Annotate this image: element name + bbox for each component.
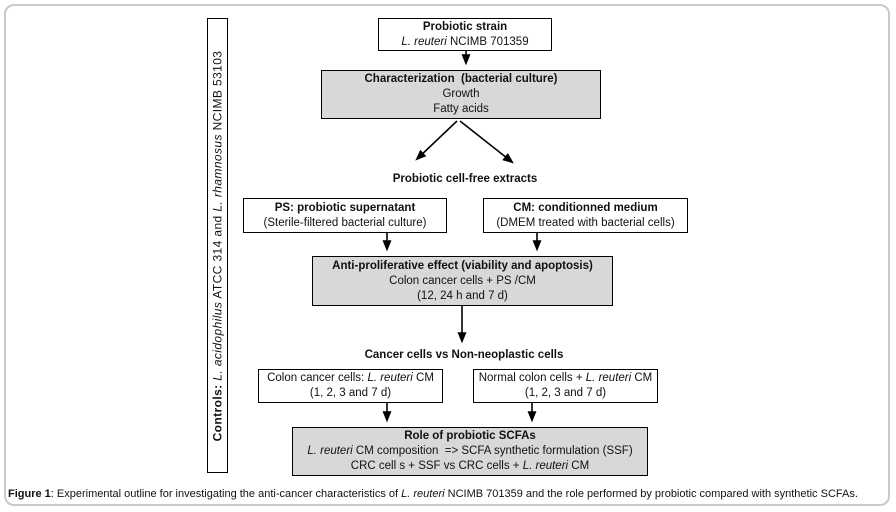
caption-species: L. reuteri — [401, 488, 445, 500]
normal-cells-title: Normal colon cells + L. reuteri CM — [474, 371, 657, 386]
normal-cells-post: CM — [631, 372, 653, 384]
ps-box: PS: probiotic supernatant (Sterile-filte… — [243, 198, 447, 233]
figure-caption: Figure 1: Experimental outline for inves… — [8, 487, 892, 501]
cancer-cells-box: Colon cancer cells: L. reuteri CM (1, 2,… — [258, 369, 443, 403]
cancer-cells-title: Colon cancer cells: L. reuteri CM — [259, 371, 442, 386]
antiproliferative-times: (12, 24 h and 7 d) — [417, 289, 508, 302]
controls-species-1: L. acidophilus — [210, 301, 224, 381]
cancer-cells-pre: Colon cancer cells: — [267, 372, 368, 384]
probiotic-strain-subtitle: L. reuteri NCIMB 701359 — [379, 35, 551, 50]
cancer-cells-species: L. reuteri — [367, 372, 413, 384]
controls-suffix: NCIMB 53103 — [210, 50, 224, 134]
controls-sidebar-box: Controls: L. acidophilus ATCC 314 and L.… — [207, 18, 228, 473]
controls-sidebar-label: Controls: L. acidophilus ATCC 314 and L.… — [207, 21, 228, 471]
normal-cells-pre: Normal colon cells + — [478, 372, 586, 384]
caption-text-after: NCIMB 701359 and the role performed by p… — [444, 488, 858, 500]
scfa-composition: CM composition => SCFA synthetic formula… — [352, 445, 633, 457]
ps-subtitle: (Sterile-filtered bacterial culture) — [263, 216, 427, 229]
scfa-crc-pre: CRC cell s + SSF vs CRC cells + — [350, 460, 523, 472]
scfa-title: Role of probiotic SCFAs — [404, 430, 536, 442]
caption-separator: : — [50, 488, 57, 500]
characterization-title: Characterization (bacterial culture) — [364, 73, 558, 85]
scfa-composition-line: L. reuteri CM composition => SCFA synthe… — [293, 444, 647, 459]
scfa-species: L. reuteri — [307, 445, 353, 457]
controls-prefix: Controls: — [210, 380, 224, 441]
probiotic-strain-box: Probiotic strain L. reuteri NCIMB 701359 — [378, 18, 552, 51]
caption-label: Figure 1 — [8, 488, 51, 500]
cm-title: CM: conditionned medium — [513, 201, 658, 214]
cancer-cells-post: CM — [412, 372, 434, 384]
strain-species: L. reuteri — [401, 35, 447, 48]
cm-subtitle: (DMEM treated with bacterial cells) — [496, 216, 675, 229]
strain-code: NCIMB 701359 — [446, 35, 529, 48]
scfa-crc-species: L. reuteri — [522, 460, 569, 472]
comparison-label: Cancer cells vs Non-neoplastic cells — [364, 349, 564, 361]
extracts-label: Probiotic cell-free extracts — [392, 173, 538, 185]
ps-title: PS: probiotic supernatant — [274, 201, 416, 214]
controls-mid: ATCC 314 and — [210, 211, 224, 302]
antiproliferative-cells: Colon cancer cells + PS /CM — [389, 274, 536, 287]
characterization-growth: Growth — [442, 88, 480, 100]
characterization-fatty-acids: Fatty acids — [433, 103, 489, 115]
antiproliferative-title: Anti-proliferative effect (viability and… — [332, 259, 593, 272]
normal-cells-species: L. reuteri — [585, 372, 632, 384]
scfa-crc-post: CM — [568, 460, 590, 472]
normal-cells-times: (1, 2, 3 and 7 d) — [524, 387, 607, 399]
probiotic-strain-title: Probiotic strain — [422, 20, 508, 33]
scfa-crc-line: CRC cell s + SSF vs CRC cells + L. reute… — [293, 459, 647, 474]
antiproliferative-box: Anti-proliferative effect (viability and… — [312, 256, 613, 306]
caption-text-before: Experimental outline for investigating t… — [56, 488, 402, 500]
cm-box: CM: conditionned medium (DMEM treated wi… — [483, 198, 688, 233]
normal-cells-box: Normal colon cells + L. reuteri CM (1, 2… — [473, 369, 658, 403]
scfa-box: Role of probiotic SCFAs L. reuteri CM co… — [292, 427, 648, 476]
cancer-cells-times: (1, 2, 3 and 7 d) — [309, 387, 392, 399]
characterization-box: Characterization (bacterial culture) Gro… — [321, 70, 601, 119]
controls-species-2: L. rhamnosus — [210, 133, 224, 212]
